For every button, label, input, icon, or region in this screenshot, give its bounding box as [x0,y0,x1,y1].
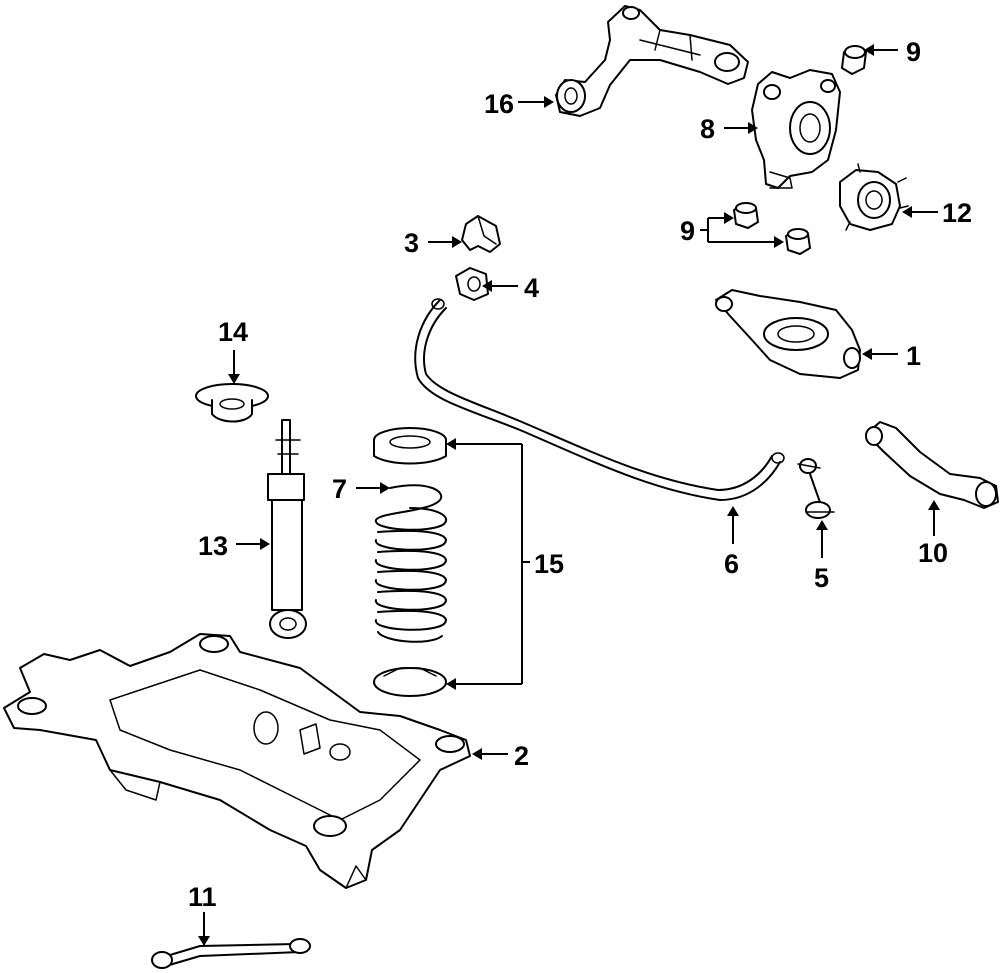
shock-absorber-part[interactable] [267,419,307,639]
callout-12: 12 [942,198,972,228]
leader-lines [198,44,940,946]
callout-1: 1 [906,341,921,371]
hub-bearing-part[interactable] [839,163,909,231]
callout-4: 4 [524,273,539,303]
lower-control-arm-part[interactable] [715,289,861,379]
upper-control-arm-part[interactable] [555,5,749,117]
lateral-arm-part[interactable] [865,421,999,509]
callout-labels: 1 2 3 4 5 6 7 8 9 9 10 11 12 13 14 15 16 [188,37,972,912]
callout-14: 14 [218,317,248,347]
callout-9-bottom: 9 [680,216,695,246]
callout-5: 5 [814,563,829,593]
callout-11: 11 [188,882,217,912]
callout-8: 8 [700,114,715,144]
knuckle-part[interactable] [751,69,841,189]
bushing-part-middle[interactable] [733,202,759,229]
callout-9-top: 9 [906,37,921,67]
trailing-rod-part[interactable] [151,938,311,969]
stabilizer-bar-part[interactable] [414,298,785,501]
callout-6: 6 [724,549,739,579]
stabilizer-link-part[interactable] [797,458,835,519]
callout-13: 13 [198,531,228,561]
stabilizer-bracket-part[interactable] [455,267,489,301]
stabilizer-bushing-part[interactable] [461,215,501,253]
callout-16: 16 [484,89,514,119]
crossmember-part[interactable] [3,633,471,889]
callout-10: 10 [918,538,948,568]
bushing-part-top[interactable] [841,45,867,75]
coil-spring-part[interactable] [373,427,447,697]
callout-3: 3 [404,228,419,258]
callout-15: 15 [534,549,564,579]
callout-7: 7 [332,474,347,504]
callout-2: 2 [514,741,529,771]
bushing-part-lower[interactable] [785,228,811,255]
upper-mount-part[interactable] [195,383,269,423]
